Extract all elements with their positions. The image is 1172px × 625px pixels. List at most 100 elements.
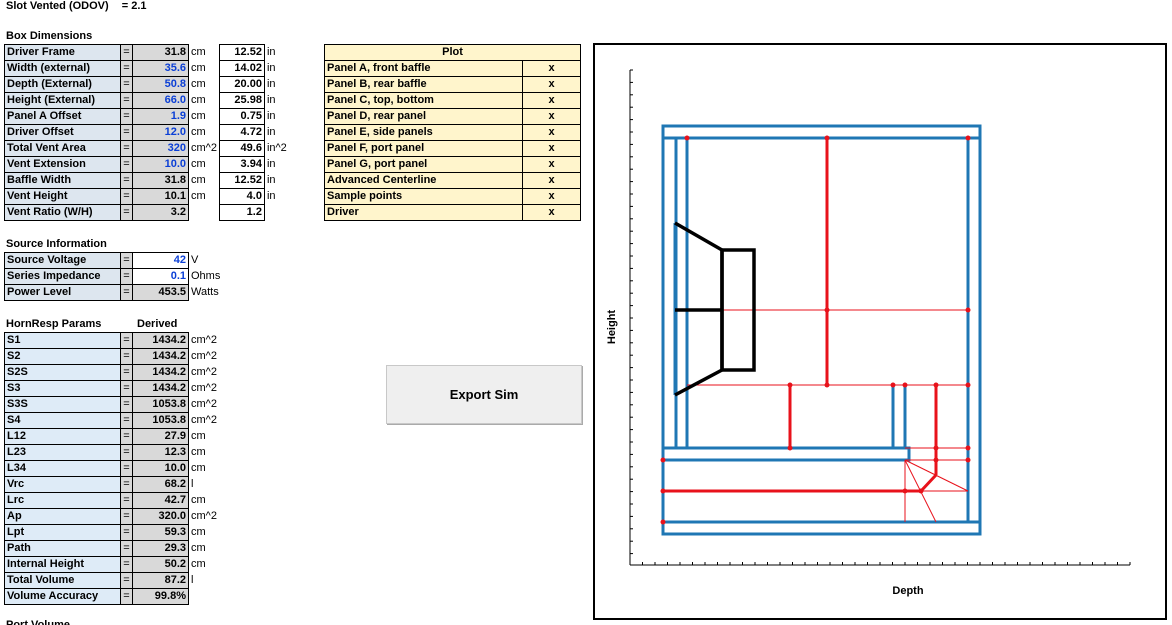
source-row-value[interactable]: 0.1: [132, 268, 189, 285]
box-row-in-unit: in: [266, 46, 276, 58]
box-row-cm-value: 10.1: [132, 188, 189, 205]
panel-f-port-panel: [661, 446, 911, 462]
hornresp-row-label: Path: [4, 540, 121, 557]
box-row-cm-value[interactable]: 1.9: [132, 108, 189, 125]
equals-sign: =: [120, 76, 133, 93]
hornresp-row-unit: cm^2: [191, 510, 217, 522]
box-row-cm-value[interactable]: 320: [132, 140, 189, 157]
box-row-label: Panel A Offset: [4, 108, 121, 125]
plot-row-label: Panel A, front baffle: [324, 60, 523, 77]
hornresp-row-value: 1434.2: [132, 332, 189, 349]
equals-sign: =: [120, 380, 133, 397]
box-row-in-value: 1.2: [218, 204, 265, 221]
hornresp-row-unit: cm: [191, 494, 206, 506]
hornresp-row-value: 1053.8: [132, 412, 189, 429]
plot-row-toggle[interactable]: x: [522, 124, 581, 141]
box-row-cm-value[interactable]: 66.0: [132, 92, 189, 109]
box-row-cm-value: 31.8: [132, 44, 189, 61]
plot-row-toggle[interactable]: x: [522, 140, 581, 157]
box-dimensions-heading: Box Dimensions: [6, 30, 93, 42]
plot-row-toggle[interactable]: x: [522, 76, 581, 93]
box-row-in-value: 4.0: [218, 188, 265, 205]
equals-sign: =: [120, 252, 133, 269]
hornresp-row-label: L23: [4, 444, 121, 461]
hornresp-row-value: 50.2: [132, 556, 189, 573]
y-axis-label: Height: [606, 310, 618, 345]
source-row-value[interactable]: 42: [132, 252, 189, 269]
hornresp-row-label: Lrc: [4, 492, 121, 509]
box-row-cm-unit: cm^2: [191, 142, 217, 154]
hornresp-row-label: L12: [4, 428, 121, 445]
plot-row-toggle[interactable]: x: [522, 172, 581, 189]
hornresp-row-value: 87.2: [132, 572, 189, 589]
hornresp-heading: HornResp Params: [6, 318, 102, 330]
hornresp-row-value: 1053.8: [132, 396, 189, 413]
box-row-cm-value[interactable]: 12.0: [132, 124, 189, 141]
box-row-cm-unit: [189, 205, 220, 221]
plot-row-toggle[interactable]: x: [522, 92, 581, 109]
box-row-label: Vent Height: [4, 188, 121, 205]
plot-row-toggle[interactable]: x: [522, 108, 581, 125]
hornresp-row-value: 27.9: [132, 428, 189, 445]
hornresp-row-label: L34: [4, 460, 121, 477]
box-row-cm-unit: cm: [191, 94, 206, 106]
plot-row-toggle[interactable]: x: [522, 60, 581, 77]
sheet-title-value: = 2.1: [121, 0, 147, 12]
equals-sign: =: [120, 108, 133, 125]
hornresp-row-value: 42.7: [132, 492, 189, 509]
equals-sign: =: [120, 428, 133, 445]
export-sim-button[interactable]: Export Sim: [386, 365, 582, 424]
box-row-in-value: 25.98: [218, 92, 265, 109]
hornresp-row-label: S2: [4, 348, 121, 365]
plot-heading: Plot: [324, 44, 581, 61]
source-row-label: Power Level: [4, 284, 121, 301]
centerline-red: [663, 138, 938, 493]
equals-sign: =: [120, 140, 133, 157]
hornresp-row-value: 99.8%: [132, 588, 189, 605]
hornresp-row-unit: cm: [191, 446, 206, 458]
box-row-cm-value: 31.8: [132, 172, 189, 189]
box-row-in-value: 3.94: [218, 156, 265, 173]
enclosure-svg: Depth Height: [606, 69, 1131, 597]
source-row-label: Source Voltage: [4, 252, 121, 269]
plot-row-toggle[interactable]: x: [522, 156, 581, 173]
hornresp-row-unit: [189, 589, 220, 605]
sheet-title-label: Slot Vented (ODOV): [6, 0, 109, 12]
box-row-in-unit: in: [266, 62, 276, 74]
hornresp-row-label: Lpt: [4, 524, 121, 541]
box-row-cm-value[interactable]: 35.6: [132, 60, 189, 77]
plot-row-label: Panel C, top, bottom: [324, 92, 523, 109]
equals-sign: =: [120, 524, 133, 541]
box-row-in-unit: in: [266, 190, 276, 202]
box-row-in-unit: [264, 205, 289, 221]
plot-row-toggle[interactable]: x: [522, 204, 581, 221]
equals-sign: =: [120, 44, 133, 61]
box-row-label: Depth (External): [4, 76, 121, 93]
equals-sign: =: [120, 492, 133, 509]
equals-sign: =: [120, 508, 133, 525]
plot-row-toggle[interactable]: x: [522, 188, 581, 205]
equals-sign: =: [120, 364, 133, 381]
hornresp-row-label: S3: [4, 380, 121, 397]
hornresp-row-unit: l: [191, 574, 194, 586]
box-row-cm-value[interactable]: 10.0: [132, 156, 189, 173]
box-row-cm-value[interactable]: 50.8: [132, 76, 189, 93]
port-volume-label: Port Volume: [6, 619, 70, 625]
